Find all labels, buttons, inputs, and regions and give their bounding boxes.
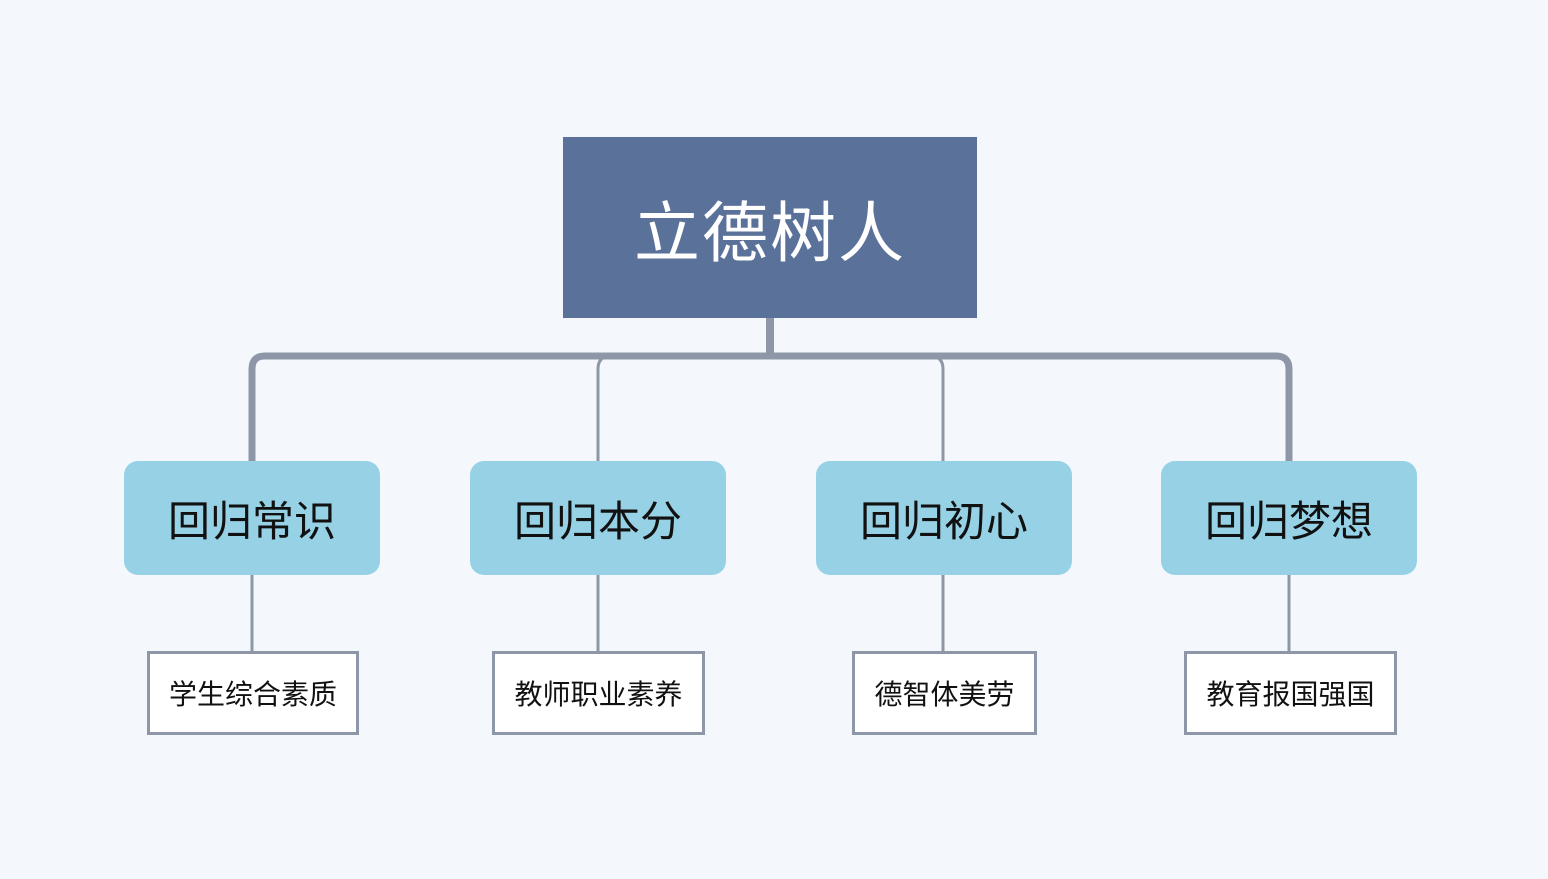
branch-node-4-label: 回归梦想 — [1204, 496, 1373, 546]
root-node: 立德树人 — [563, 137, 977, 318]
branch-node-1-label: 回归常识 — [167, 496, 336, 546]
branch-node-3-label: 回归初心 — [859, 496, 1028, 546]
branch-3-connector — [929, 354, 945, 461]
branch-bus-connector — [248, 352, 1293, 461]
leaf-node-3: 德智体美劳 — [852, 651, 1037, 735]
leaf-node-1: 学生综合素质 — [147, 651, 359, 735]
root-node-label: 立德树人 — [634, 194, 906, 272]
leaf-node-3-label: 德智体美劳 — [874, 678, 1015, 711]
leaf-node-2: 教师职业素养 — [492, 651, 705, 735]
branch-node-1: 回归常识 — [124, 461, 380, 575]
branch-node-3: 回归初心 — [816, 461, 1072, 575]
branch-node-4: 回归梦想 — [1161, 461, 1417, 575]
leaf-node-4-label: 教育报国强国 — [1206, 678, 1375, 711]
leaf-node-2-label: 教师职业素养 — [514, 678, 683, 711]
leaf-node-1-label: 学生综合素质 — [168, 678, 337, 711]
branch-2-connector — [596, 354, 612, 461]
branch-node-2: 回归本分 — [470, 461, 726, 575]
leaf-node-4: 教育报国强国 — [1184, 651, 1397, 735]
branch-node-2-label: 回归本分 — [513, 496, 682, 546]
